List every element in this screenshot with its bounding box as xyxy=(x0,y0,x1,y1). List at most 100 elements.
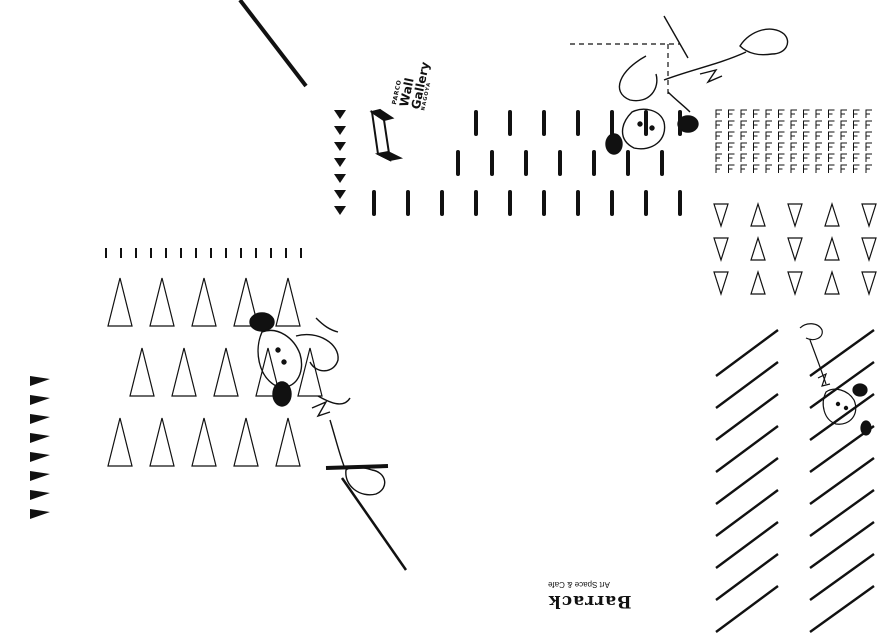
f-mark xyxy=(765,142,772,151)
diagonal-stripe xyxy=(809,393,875,441)
diagonal-stripes-right xyxy=(715,329,875,633)
f-mark xyxy=(778,153,785,162)
filled-triangle xyxy=(334,190,346,199)
outline-small-triangle xyxy=(824,236,840,261)
triangle-grid-left xyxy=(107,277,323,467)
f-mark xyxy=(840,120,847,129)
filled-triangle xyxy=(30,452,50,462)
filled-triangle xyxy=(30,433,50,443)
f-mark xyxy=(840,164,847,173)
f-mark xyxy=(740,142,747,151)
barrack-name: Barrack xyxy=(548,591,632,611)
mid-triangle-column xyxy=(334,110,346,215)
f-mark xyxy=(865,120,872,129)
f-mark xyxy=(790,142,797,151)
dog-character-icon-left xyxy=(249,312,386,496)
filled-triangle xyxy=(30,509,50,519)
outline-small-triangle xyxy=(713,271,729,296)
outline-triangle xyxy=(233,277,259,327)
diagonal-stripe xyxy=(809,457,875,505)
barrack-logo: Barrack Art Space & Cafe xyxy=(548,580,688,611)
outline-small-triangle xyxy=(787,271,803,296)
diagonal-stripe xyxy=(715,521,779,569)
f-mark xyxy=(728,153,735,162)
f-mark xyxy=(778,142,785,151)
f-mark xyxy=(815,164,822,173)
f-mark-grid xyxy=(715,109,872,173)
triangle-grid-right xyxy=(713,202,877,296)
f-mark xyxy=(828,142,835,151)
f-mark xyxy=(790,109,797,118)
f-mark xyxy=(753,153,760,162)
f-mark xyxy=(728,142,735,151)
diagonal-stripe xyxy=(715,489,779,537)
f-mark xyxy=(715,131,722,140)
f-mark xyxy=(740,131,747,140)
diagonal-stripe xyxy=(715,553,779,601)
f-mark xyxy=(828,164,835,173)
f-mark xyxy=(803,109,810,118)
outline-small-triangle xyxy=(750,270,766,295)
f-mark xyxy=(803,142,810,151)
outline-small-triangle xyxy=(787,237,803,262)
f-mark xyxy=(715,142,722,151)
f-mark xyxy=(803,153,810,162)
f-mark xyxy=(853,109,860,118)
f-mark xyxy=(853,131,860,140)
outline-triangle xyxy=(171,347,197,397)
outline-small-triangle xyxy=(861,271,877,296)
f-mark xyxy=(728,120,735,129)
filled-triangle xyxy=(30,471,50,481)
vertical-bar-grid xyxy=(372,110,682,216)
f-mark xyxy=(765,120,772,129)
filled-triangle xyxy=(334,158,346,167)
f-mark xyxy=(840,142,847,151)
f-mark xyxy=(815,120,822,129)
f-mark xyxy=(828,120,835,129)
outline-triangle xyxy=(107,417,133,467)
f-mark xyxy=(728,109,735,118)
f-mark xyxy=(853,120,860,129)
outline-small-triangle xyxy=(824,202,840,227)
f-mark xyxy=(715,120,722,129)
outline-triangle xyxy=(191,417,217,467)
f-mark xyxy=(715,153,722,162)
diagonal-stripe xyxy=(809,553,875,601)
outline-small-triangle xyxy=(713,237,729,262)
diagonal-stripe xyxy=(715,361,779,409)
f-mark xyxy=(865,109,872,118)
f-mark xyxy=(778,164,785,173)
dog-character-icon-top xyxy=(605,15,789,155)
f-mark xyxy=(815,153,822,162)
f-mark xyxy=(778,131,785,140)
outline-triangle xyxy=(149,277,175,327)
f-mark xyxy=(740,153,747,162)
f-mark xyxy=(828,153,835,162)
f-mark xyxy=(803,164,810,173)
filled-triangle xyxy=(334,142,346,151)
f-mark xyxy=(778,109,785,118)
f-mark xyxy=(803,131,810,140)
outline-triangle xyxy=(233,417,259,467)
outline-small-triangle xyxy=(750,236,766,261)
f-mark xyxy=(765,109,772,118)
outline-small-triangle xyxy=(824,270,840,295)
f-mark xyxy=(765,164,772,173)
f-mark xyxy=(765,131,772,140)
filled-triangle xyxy=(334,206,346,215)
dog-character-icon-right xyxy=(799,323,872,436)
f-mark xyxy=(790,164,797,173)
diagonal-stripe xyxy=(715,425,779,473)
outline-triangle xyxy=(275,417,301,467)
diagonal-stripe xyxy=(809,521,875,569)
f-mark xyxy=(753,164,760,173)
f-mark xyxy=(865,164,872,173)
outline-triangle xyxy=(129,347,155,397)
parco-wall-gallery-cube-icon xyxy=(369,108,404,162)
f-mark xyxy=(828,131,835,140)
f-mark xyxy=(815,142,822,151)
diagonal-stripe xyxy=(715,457,779,505)
outline-triangle xyxy=(149,417,175,467)
